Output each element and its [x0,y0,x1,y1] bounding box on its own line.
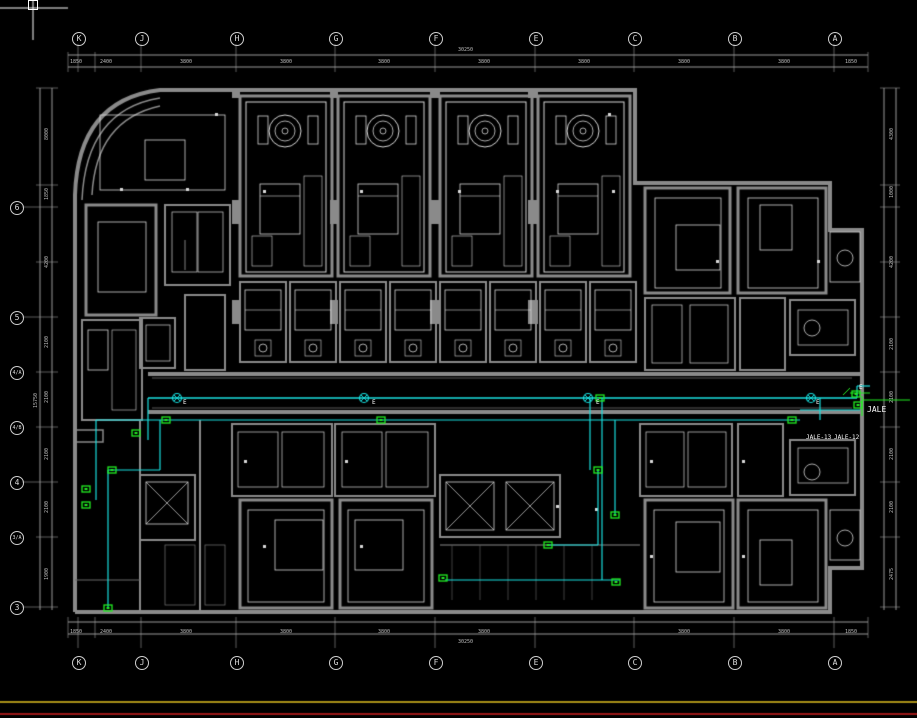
dim-right-3: 2100 [889,337,895,350]
dim-left-0: 8000 [44,127,50,140]
grid-bubble-left-6: 6 [10,201,24,215]
dim-left-5: 2100 [44,447,50,460]
grid-bubble-top-b: B [728,32,742,46]
grid-bubble-bottom-h: H [230,656,244,670]
dim-top-6: 3800 [578,59,591,65]
grid-bubble-left-3a: 3/A [10,531,24,545]
grid-bubble-bottom-b: B [728,656,742,670]
dim-bottom-total: 30250 [458,639,474,645]
e-mark-2: E [372,399,376,406]
grid-bubble-top-f: F [429,32,443,46]
dim-right-0: 4300 [889,127,895,140]
dim-right-6: 2100 [889,500,895,513]
dim-bottom-2: 3800 [180,629,193,635]
e-corner: E [859,384,863,391]
dim-bottom-7: 3800 [778,629,791,635]
grid-bubble-left-3: 3 [10,601,24,615]
dim-bottom-6: 3800 [678,629,691,635]
grid-bubble-top-e: E [529,32,543,46]
dim-bottom-9: 1850 [845,629,858,635]
dim-left-total: 15750 [33,392,39,408]
dim-right-4: 2100 [889,390,895,403]
dim-right-2: 4200 [889,255,895,268]
dim-left-6: 2100 [44,500,50,513]
grid-bubble-top-c: C [628,32,642,46]
dim-left-4: 2100 [44,390,50,403]
dim-bottom-3: 3800 [280,629,293,635]
grid-bubble-bottom-e: E [529,656,543,670]
grid-bubble-bottom-c: C [628,656,642,670]
jale-13-tag: JALE-13 [806,434,832,441]
grid-bubble-top-j: J [135,32,149,46]
dim-left-1: 1850 [44,187,50,200]
dim-right-7: 2475 [889,567,895,580]
dim-bottom-5: 3800 [478,629,491,635]
grid-bubble-bottom-g: G [329,656,343,670]
dim-left-2: 4200 [44,255,50,268]
dim-top-total: 30250 [458,47,474,53]
grid-bubble-left-5: 5 [10,311,24,325]
dim-top-7: 3800 [678,59,691,65]
dim-bottom-1: 2400 [100,629,113,635]
e-mark-4: E [816,399,820,406]
grid-bubble-left-4b: 4/B [10,421,24,435]
jale-12-tag: JALE-12 [834,434,860,441]
dim-top-3: 3800 [280,59,293,65]
grid-bubble-left-4a: 4/A [10,366,24,380]
dim-top-8: 3800 [778,59,791,65]
ucs-icon [28,0,38,10]
grid-bubble-left-4: 4 [10,476,24,490]
dim-top-5: 3800 [478,59,491,65]
dim-top-1: 2400 [100,59,113,65]
dim-top-4: 3800 [378,59,391,65]
dim-top-2: 3800 [180,59,193,65]
e-mark-1: E [183,399,187,406]
grid-bubble-bottom-f: F [429,656,443,670]
dim-bottom-4: 3800 [378,629,391,635]
dim-bottom-0: 1850 [70,629,83,635]
dim-left-7: 1900 [44,567,50,580]
e-mark-3: E [596,399,600,406]
grid-bubble-top-a: A [828,32,842,46]
dim-top-10: 1850 [845,59,858,65]
grid-bubble-top-g: G [329,32,343,46]
grid-bubble-bottom-k: K [72,656,86,670]
grid-bubble-bottom-j: J [135,656,149,670]
jale-tag: JALE [867,405,887,414]
grid-bubble-top-h: H [230,32,244,46]
grid-bubble-bottom-a: A [828,656,842,670]
dim-left-3: 2100 [44,335,50,348]
dim-right-5: 2100 [889,447,895,460]
dim-right-1: 1000 [889,185,895,198]
dim-top-0: 1850 [70,59,83,65]
grid-bubble-top-k: K [72,32,86,46]
